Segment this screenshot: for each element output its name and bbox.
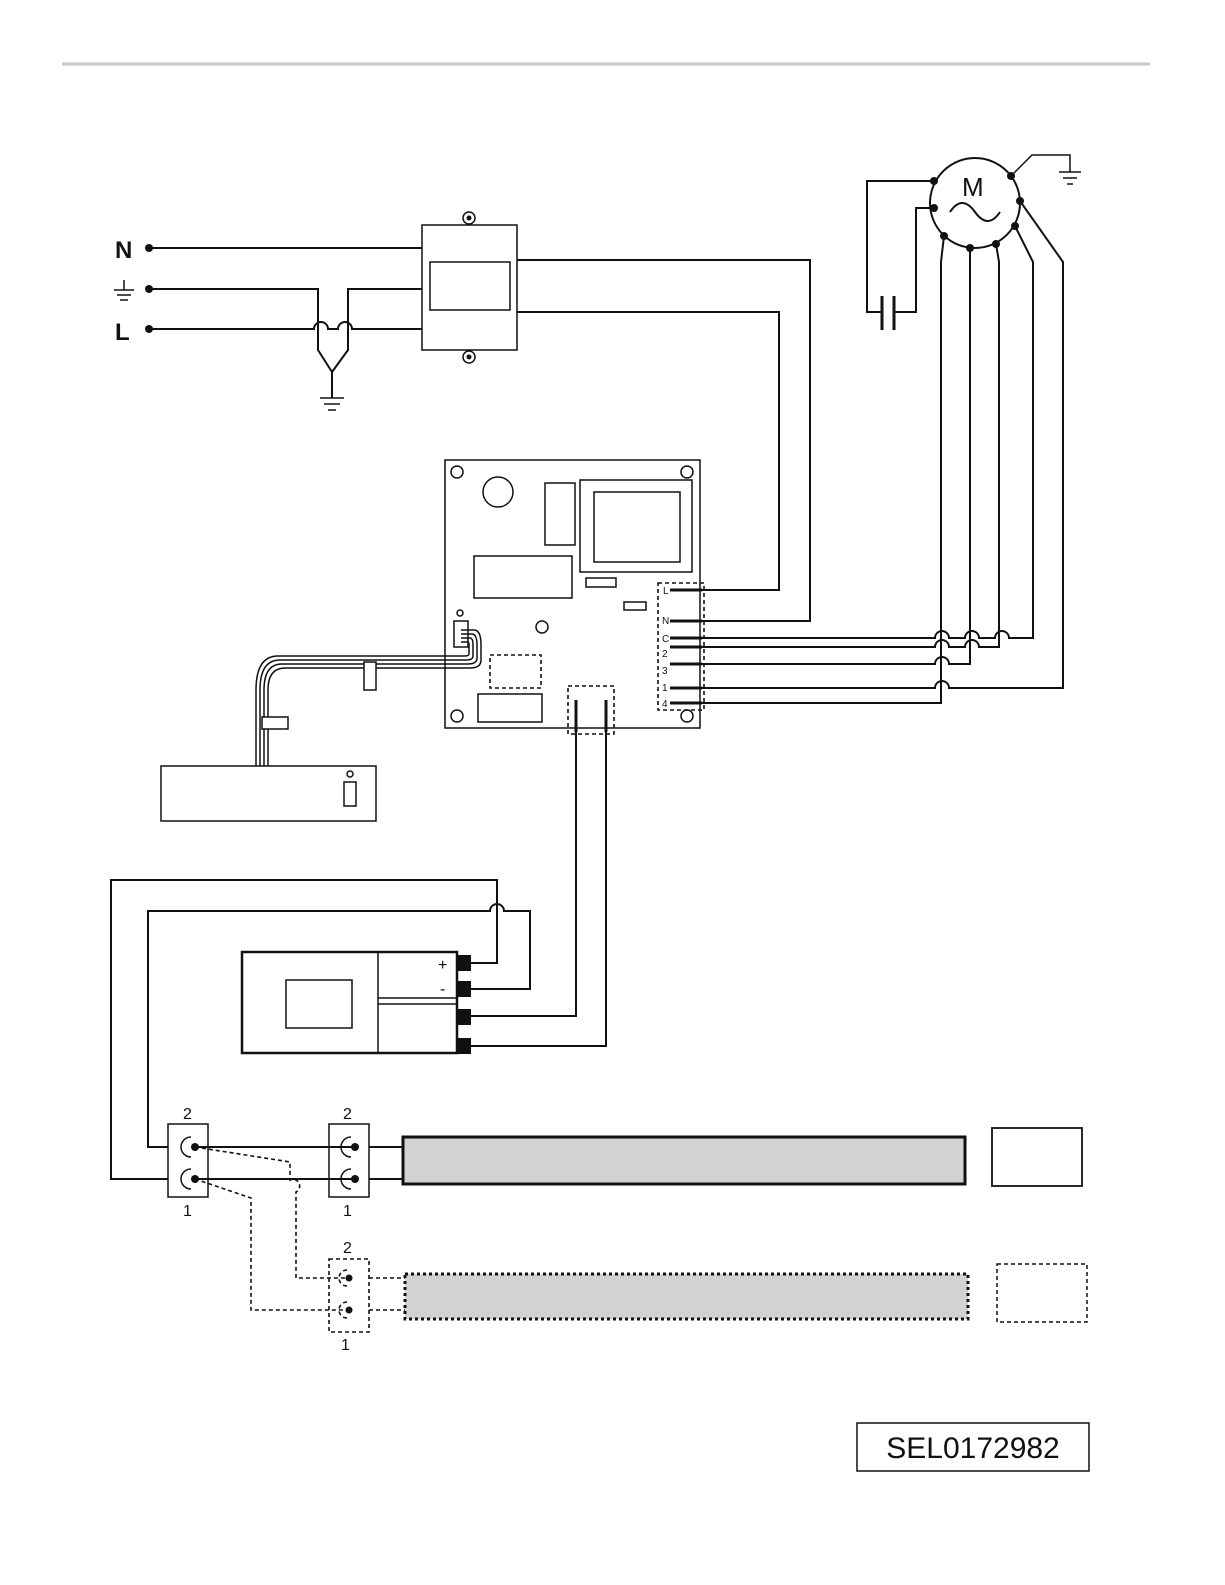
terminal-label-3: 3 [662,666,668,677]
block-c-top-label: 2 [343,1240,352,1257]
board-to-ballast-wire-a [468,732,576,1016]
terminal-label-1: 1 [662,683,668,694]
block-b-top-label: 2 [343,1106,352,1123]
reference-code: SEL0172982 [886,1432,1060,1465]
optional-wire-top [195,1147,349,1278]
lamp-endcap-2 [997,1264,1087,1322]
optional-wire-bottom [195,1179,349,1310]
lamp-ballast: + - [242,952,471,1054]
ground-symbol-icon [320,398,344,410]
supply-wires [149,248,422,410]
block-c-bottom-label: 1 [341,1337,350,1354]
motor-label: M [962,172,984,202]
ballast-minus-label: - [440,981,445,998]
terminal-label-4: 4 [662,699,668,710]
block-a-bottom-label: 1 [183,1203,192,1220]
block-a-top-label: 2 [183,1106,192,1123]
terminal-label-2: 2 [662,649,668,660]
motor-capacitor [867,181,934,330]
motor-leads [700,201,1063,703]
display-panel [161,766,376,821]
terminal-label-c: C [662,634,669,645]
block-b-bottom-label: 1 [343,1203,352,1220]
mains-filter-box [422,212,517,363]
board-to-ballast-wire-b [468,732,606,1046]
earth-terminal-icon [114,280,134,300]
terminal-label-l: L [663,586,669,597]
terminal-block-b: 2 1 [329,1106,369,1220]
reference-code-box: SEL0172982 [857,1423,1089,1471]
terminal-label-n: N [662,616,669,627]
neutral-label: N [115,237,132,264]
lamp-tube-2 [405,1274,968,1319]
terminal-block-a: 2 1 [168,1106,208,1220]
lamp-endcap-1 [992,1128,1082,1186]
supply-terminals: N L [114,237,153,346]
motor-ground-icon [1059,172,1081,184]
lamp-tube-1 [403,1137,965,1184]
live-label: L [115,319,130,346]
motor-earth [1011,155,1081,184]
ballast-plus-label: + [438,957,447,974]
terminal-block-c: 2 1 [329,1240,369,1354]
